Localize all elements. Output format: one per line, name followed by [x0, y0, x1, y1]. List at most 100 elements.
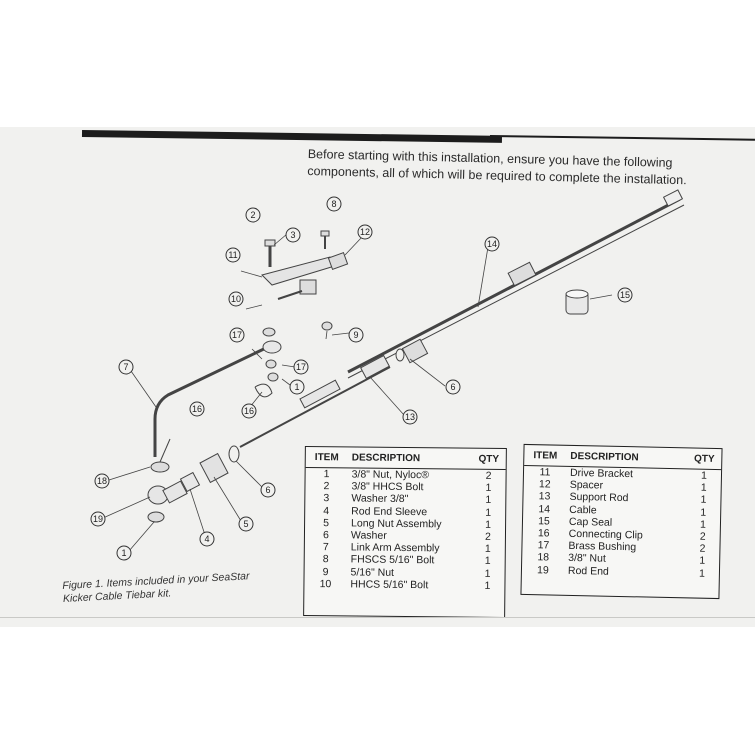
- cell-item: 19: [537, 563, 549, 576]
- cell-qty: 1: [484, 567, 491, 580]
- clip-part: [159, 438, 171, 463]
- lower-parts-diagram: 18 19 1 4 5 6: [90, 438, 276, 561]
- cell-item: 5: [323, 516, 330, 529]
- callout-6a: 6: [445, 379, 461, 395]
- svg-text:16: 16: [244, 406, 254, 416]
- svg-text:17: 17: [232, 330, 242, 340]
- cell-item: 4: [323, 504, 330, 517]
- cell-item: 9: [322, 565, 329, 578]
- callout-16b: 16: [189, 401, 205, 417]
- cell-qty: 1: [485, 494, 492, 507]
- cell-item: 11: [539, 466, 551, 479]
- svg-text:3: 3: [290, 230, 295, 240]
- cell-item: 12: [538, 478, 551, 491]
- cell-item: 10: [319, 577, 332, 590]
- cell-qty: 1: [484, 579, 491, 592]
- svg-text:10: 10: [231, 294, 241, 304]
- callout-7: 7: [118, 359, 134, 375]
- cap-seal-part: [565, 289, 589, 315]
- svg-text:7: 7: [123, 362, 128, 372]
- bolt-parts: [264, 230, 333, 331]
- callout-18: 18: [94, 473, 110, 489]
- cell-item: 16: [537, 527, 550, 540]
- svg-text:6: 6: [265, 485, 270, 495]
- svg-text:6: 6: [450, 382, 455, 392]
- svg-text:12: 12: [360, 227, 370, 237]
- cell-item: 1: [323, 468, 330, 481]
- svg-text:16: 16: [192, 404, 202, 414]
- cell-qty: 2: [699, 542, 706, 555]
- callout-10: 10: [228, 291, 244, 307]
- callout-15: 15: [617, 287, 633, 303]
- callout-19: 19: [90, 511, 106, 527]
- svg-text:8: 8: [331, 199, 336, 209]
- support-rod-part: [239, 338, 429, 448]
- callout-13: 13: [402, 409, 418, 425]
- callout-3: 3: [285, 227, 301, 243]
- svg-text:19: 19: [93, 514, 103, 524]
- drive-bracket-part: [261, 251, 349, 300]
- cell-qty: 1: [699, 518, 707, 531]
- manual-page: Before starting with this installation, …: [0, 127, 755, 627]
- svg-text:14: 14: [487, 239, 497, 249]
- cell-qty: 1: [700, 481, 707, 494]
- header-qty: QTY: [478, 453, 500, 465]
- cell-qty: 1: [700, 506, 707, 519]
- lower-callout-labels: 18 19 1 4 5 6: [90, 473, 276, 561]
- header-description: DESCRIPTION: [351, 451, 421, 464]
- cell-qty: 1: [484, 542, 491, 556]
- header-item: ITEM: [314, 451, 339, 463]
- leader-lines: [130, 233, 613, 416]
- cell-item: 17: [537, 539, 550, 552]
- callout-5: 5: [238, 516, 254, 532]
- callout-2: 2: [245, 207, 261, 223]
- callout-6b: 6: [260, 482, 276, 498]
- cell-item: 15: [538, 515, 550, 528]
- table-header: ITEM DESCRIPTION QTY: [305, 446, 506, 471]
- callout-8: 8: [326, 196, 342, 212]
- cell-qty: 1: [699, 554, 706, 568]
- cell-description: HHCS 5/16" Bolt: [350, 578, 429, 591]
- cell-qty: 1: [485, 518, 492, 531]
- svg-text:1: 1: [294, 382, 299, 392]
- callout-17a: 17: [229, 327, 245, 343]
- cell-qty: 1: [700, 469, 708, 482]
- svg-text:2: 2: [250, 210, 255, 220]
- cell-qty: 2: [485, 469, 492, 482]
- cell-item: 3: [323, 492, 330, 505]
- svg-text:17: 17: [296, 362, 306, 372]
- cell-qty: 1: [698, 567, 705, 580]
- callout-1b: 1: [116, 545, 132, 561]
- cell-qty: 2: [699, 530, 706, 543]
- svg-text:1: 1: [121, 548, 126, 558]
- cell-item: 13: [538, 490, 551, 503]
- sleeve-and-nut-parts: [179, 445, 240, 493]
- callout-4: 4: [199, 531, 215, 547]
- svg-text:15: 15: [620, 290, 630, 300]
- callout-11: 11: [225, 247, 241, 263]
- callout-9: 9: [348, 327, 364, 343]
- cell-qty: 1: [484, 555, 491, 568]
- cell-item: 7: [322, 541, 329, 554]
- cell-item: 2: [323, 480, 330, 493]
- cell-item: 14: [538, 502, 551, 516]
- svg-text:4: 4: [204, 534, 209, 544]
- callout-17b: 17: [293, 359, 309, 375]
- callout-12: 12: [357, 224, 373, 240]
- svg-text:5: 5: [243, 519, 248, 529]
- svg-text:9: 9: [353, 330, 358, 340]
- svg-text:18: 18: [97, 476, 107, 486]
- link-arm-part: [153, 327, 282, 457]
- lower-leader-lines: [102, 460, 263, 552]
- callout-16a: 16: [241, 403, 257, 419]
- rod-end-part: [147, 461, 188, 523]
- table-row: 10 HHCS 5/16" Bolt 1: [304, 578, 504, 592]
- callout-1a: 1: [289, 379, 305, 395]
- cell-qty: 1: [700, 494, 707, 507]
- header-qty: QTY: [693, 453, 715, 465]
- page-bottom-edge: [0, 617, 755, 618]
